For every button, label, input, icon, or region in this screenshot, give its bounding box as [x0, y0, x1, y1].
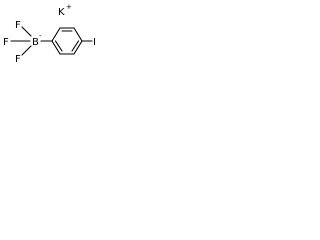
boron-charge: -	[39, 32, 42, 40]
molecule-drawing: K + F F F B - I	[3, 3, 96, 65]
structure-diagram: K + F F F B - I	[0, 0, 108, 74]
potassium-label: K	[58, 7, 65, 18]
benzene-ring	[51, 27, 83, 55]
bond-b-f-top	[21, 26, 32, 37]
iodine-label: I	[93, 37, 96, 48]
fluorine-top-label: F	[15, 20, 21, 31]
potassium-charge: +	[66, 3, 72, 11]
aromatic-double-bond-right	[71, 40, 80, 52]
fluorine-bottom-label: F	[15, 54, 21, 65]
aromatic-double-bond-left	[54, 40, 63, 52]
boron-label: B	[32, 37, 39, 48]
fluorine-left-label: F	[3, 37, 9, 48]
bond-b-f-bottom	[21, 45, 32, 56]
